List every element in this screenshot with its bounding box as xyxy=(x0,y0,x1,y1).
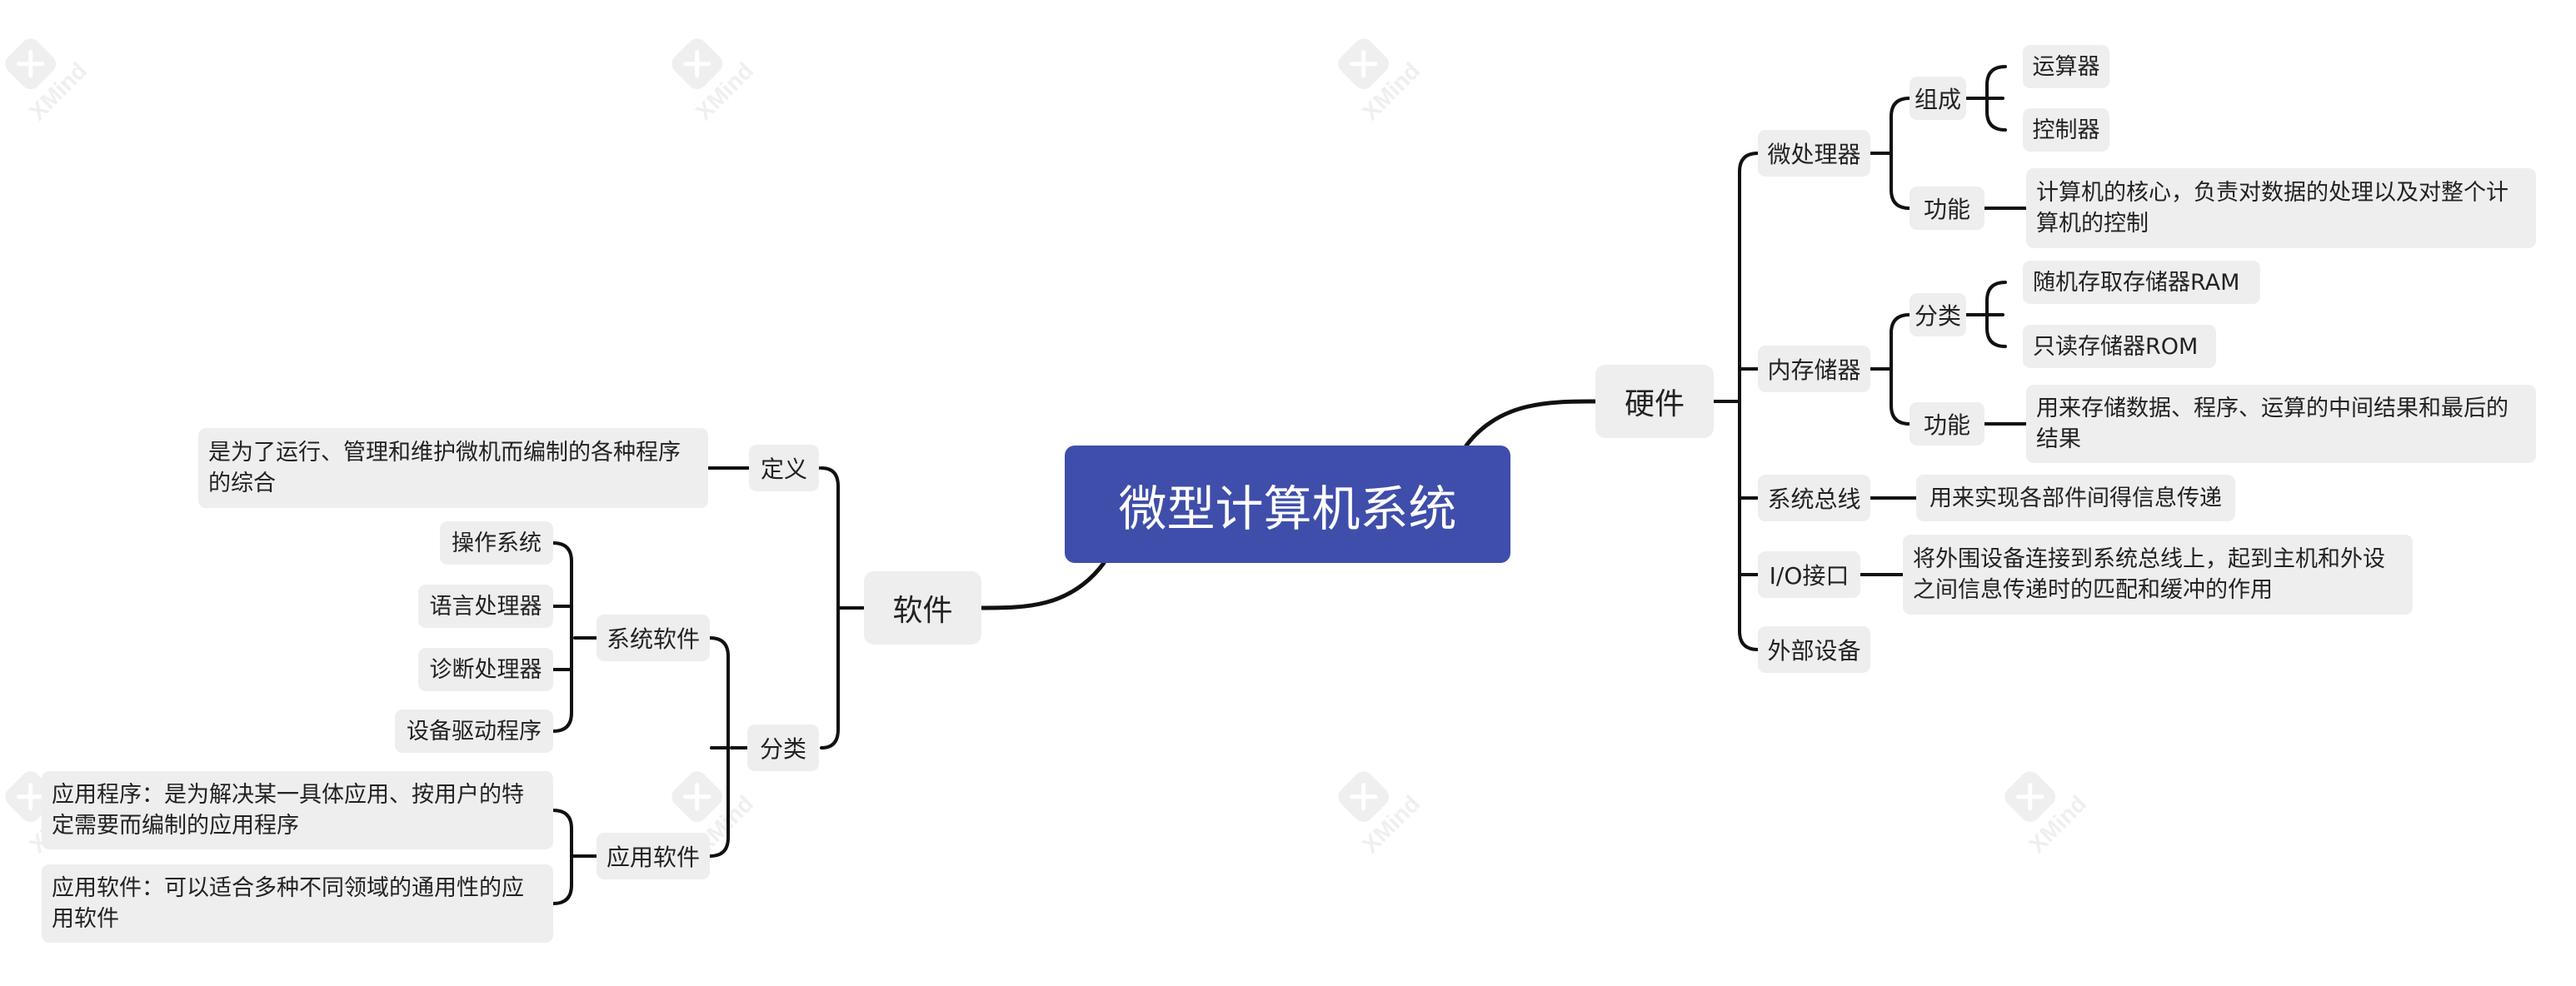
system-software-label: 系统软件 xyxy=(606,625,700,653)
topic-language-processor[interactable]: 语言处理器 xyxy=(418,585,553,628)
cpu-function-line-1: 计算机的核心，负责对数据的处理以及对整个计 xyxy=(2036,180,2509,206)
topic-ram[interactable]: 随机存取存储器RAM xyxy=(2023,261,2260,304)
topic-system-software[interactable]: 系统软件 xyxy=(597,615,710,661)
alu-label: 运算器 xyxy=(2032,53,2100,80)
rom-label: 只读存储器ROM xyxy=(2033,333,2199,360)
language-processor-label: 语言处理器 xyxy=(429,593,542,620)
topic-system-bus-desc[interactable]: 用来实现各部件间得信息传递 xyxy=(1916,475,2235,521)
hardware-label: 硬件 xyxy=(1624,387,1685,421)
io-desc-line-2: 之间信息传递时的匹配和缓冲的作用 xyxy=(1913,577,2273,603)
topic-cpu-function-desc[interactable]: 计算机的核心，负责对数据的处理以及对整个计 算机的控制 xyxy=(2026,168,2536,248)
external-devices-label: 外部设备 xyxy=(1767,637,1861,665)
topic-definition[interactable]: 定义 xyxy=(749,445,819,491)
link-root-software xyxy=(979,560,1106,610)
topic-alu[interactable]: 运算器 xyxy=(2023,45,2109,88)
software-label: 软件 xyxy=(892,594,953,628)
topic-memory[interactable]: 内存储器 xyxy=(1758,346,1870,392)
general-application-line-2: 用软件 xyxy=(52,906,119,932)
diagnostic-processor-label: 诊断处理器 xyxy=(429,656,542,683)
topic-controller[interactable]: 控制器 xyxy=(2023,108,2109,152)
topic-memory-function-desc[interactable]: 用来存储数据、程序、运算的中间结果和最后的 结果 xyxy=(2026,385,2536,463)
application-software-label: 应用软件 xyxy=(606,844,700,871)
controller-label: 控制器 xyxy=(2032,117,2100,143)
cpu-function-line-2: 算机的控制 xyxy=(2036,211,2149,237)
topic-system-bus[interactable]: 系统总线 xyxy=(1758,475,1870,521)
topic-io-desc[interactable]: 将外围设备连接到系统总线上，起到主机和外设 之间信息传递时的匹配和缓冲的作用 xyxy=(1903,535,2413,615)
topic-definition-desc[interactable]: 是为了运行、管理和维护微机而编制的各种程序 的综合 xyxy=(198,428,708,508)
application-program-line-2: 定需要而编制的应用程序 xyxy=(52,813,299,839)
topic-application-program[interactable]: 应用程序：是为解决某一具体应用、按用户的特 定需要而编制的应用程序 xyxy=(42,771,553,849)
memory-function-label: 功能 xyxy=(1923,411,1970,439)
definition-line-2: 的综合 xyxy=(208,471,276,496)
microprocessor-label: 微处理器 xyxy=(1767,141,1861,168)
application-program-line-1: 应用程序：是为解决某一具体应用、按用户的特 xyxy=(52,782,524,808)
system-bus-desc-label: 用来实现各部件间得信息传递 xyxy=(1930,485,2222,511)
topic-application-software[interactable]: 应用软件 xyxy=(597,833,710,879)
general-application-line-1: 应用软件：可以适合多种不同领域的通用性的应 xyxy=(52,875,524,901)
topic-device-driver[interactable]: 设备驱动程序 xyxy=(395,710,553,753)
ram-label: 随机存取存储器RAM xyxy=(2033,269,2240,296)
topic-software-category[interactable]: 分类 xyxy=(747,725,819,771)
topic-cpu-function[interactable]: 功能 xyxy=(1910,187,1984,230)
system-bus-label: 系统总线 xyxy=(1767,486,1861,513)
cpu-function-label: 功能 xyxy=(1923,196,1970,223)
topic-rom[interactable]: 只读存储器ROM xyxy=(2023,325,2216,368)
topic-general-application-software[interactable]: 应用软件：可以适合多种不同领域的通用性的应 用软件 xyxy=(42,864,553,943)
definition-line-1: 是为了运行、管理和维护微机而编制的各种程序 xyxy=(208,440,681,466)
root-topic-label: 微型计算机系统 xyxy=(1118,480,1457,537)
topic-memory-category[interactable]: 分类 xyxy=(1910,293,1966,336)
software-category-label: 分类 xyxy=(759,735,806,763)
memory-category-label: 分类 xyxy=(1914,302,1961,330)
topic-external-devices[interactable]: 外部设备 xyxy=(1758,626,1870,673)
topic-diagnostic-processor[interactable]: 诊断处理器 xyxy=(418,648,553,691)
main-topic-software[interactable]: 软件 xyxy=(864,571,981,645)
link-root-hardware xyxy=(1464,399,1598,448)
definition-label: 定义 xyxy=(760,456,807,483)
memory-function-line-1: 用来存储数据、程序、运算的中间结果和最后的 xyxy=(2036,396,2509,421)
topic-microprocessor[interactable]: 微处理器 xyxy=(1758,130,1870,177)
topic-os[interactable]: 操作系统 xyxy=(440,521,553,565)
memory-label: 内存储器 xyxy=(1767,356,1861,384)
main-topic-hardware[interactable]: 硬件 xyxy=(1595,365,1714,438)
topic-memory-function[interactable]: 功能 xyxy=(1910,402,1984,446)
composition-label: 组成 xyxy=(1914,86,1961,113)
topic-composition[interactable]: 组成 xyxy=(1910,77,1966,120)
os-label: 操作系统 xyxy=(452,530,542,556)
device-driver-label: 设备驱动程序 xyxy=(407,718,542,744)
root-topic[interactable]: 微型计算机系统 xyxy=(1065,446,1510,563)
io-interface-label: I/O接口 xyxy=(1769,562,1850,590)
memory-function-line-2: 结果 xyxy=(2036,426,2081,452)
io-desc-line-1: 将外围设备连接到系统总线上，起到主机和外设 xyxy=(1913,546,2385,572)
topic-io-interface[interactable]: I/O接口 xyxy=(1758,551,1860,598)
